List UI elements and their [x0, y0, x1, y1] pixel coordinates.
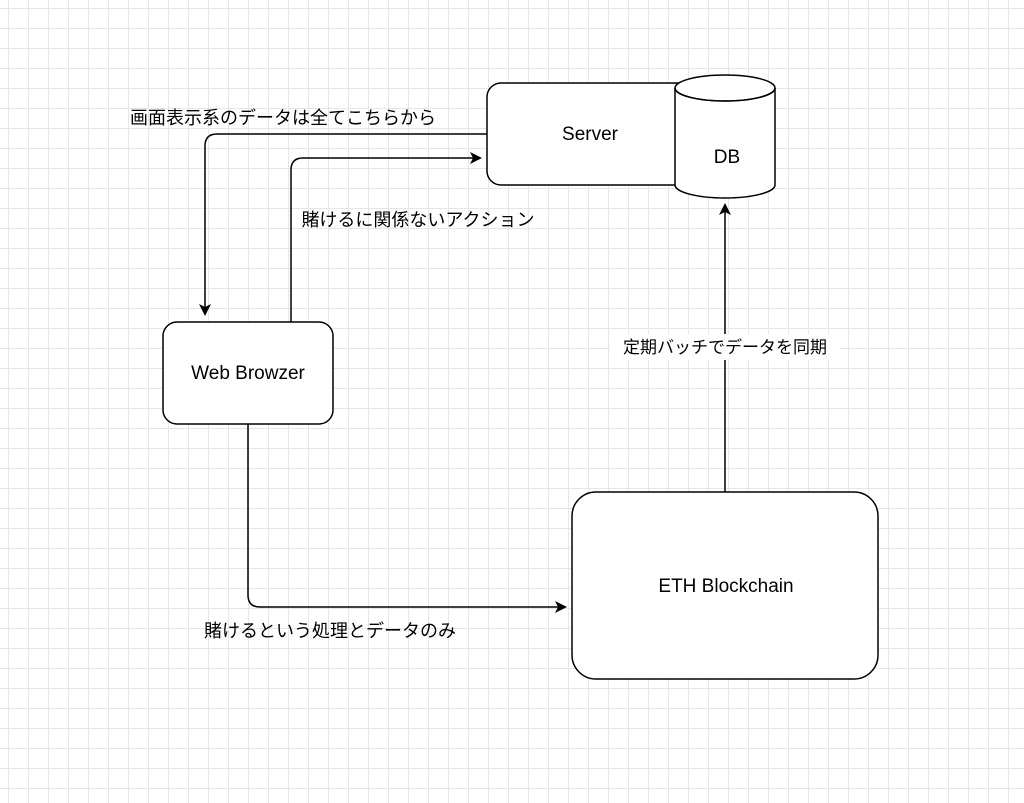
edge-browser-to-eth-line	[247, 424, 567, 613]
web-browser-label: Web Browzer	[191, 363, 305, 384]
edge-server-to-browser-label: 画面表示系のデータは全てこちらから	[130, 108, 436, 129]
edge-browser-to-server-label: 賭けるに関係ないアクション	[301, 210, 534, 231]
db-node[interactable]: DB	[674, 74, 776, 199]
edge-browser-to-eth-label: 賭けるという処理とデータのみ	[204, 621, 456, 642]
edge-browser-to-eth[interactable]: 賭けるという処理とデータのみ	[204, 424, 567, 642]
eth-blockchain-label: ETH Blockchain	[658, 576, 793, 597]
db-label: DB	[714, 147, 740, 168]
edge-eth-to-db-label-bg	[610, 334, 840, 360]
edge-eth-to-db[interactable]: 定期バッチでデータを同期	[610, 203, 840, 492]
edge-browser-to-server-line	[290, 152, 482, 322]
eth-blockchain-node[interactable]: ETH Blockchain	[571, 491, 879, 680]
edge-server-to-browser-line	[199, 133, 487, 316]
web-browser-node[interactable]: Web Browzer	[162, 321, 334, 425]
db-cylinder-body	[674, 88, 776, 199]
db-cylinder-rim	[674, 87, 776, 102]
edge-eth-to-db-label: 定期バッチでデータを同期	[623, 337, 827, 358]
server-label: Server	[562, 124, 619, 145]
edge-browser-to-server[interactable]: 賭けるに関係ないアクション	[290, 152, 535, 322]
edge-server-to-browser[interactable]: 画面表示系のデータは全てこちらから	[130, 108, 487, 316]
